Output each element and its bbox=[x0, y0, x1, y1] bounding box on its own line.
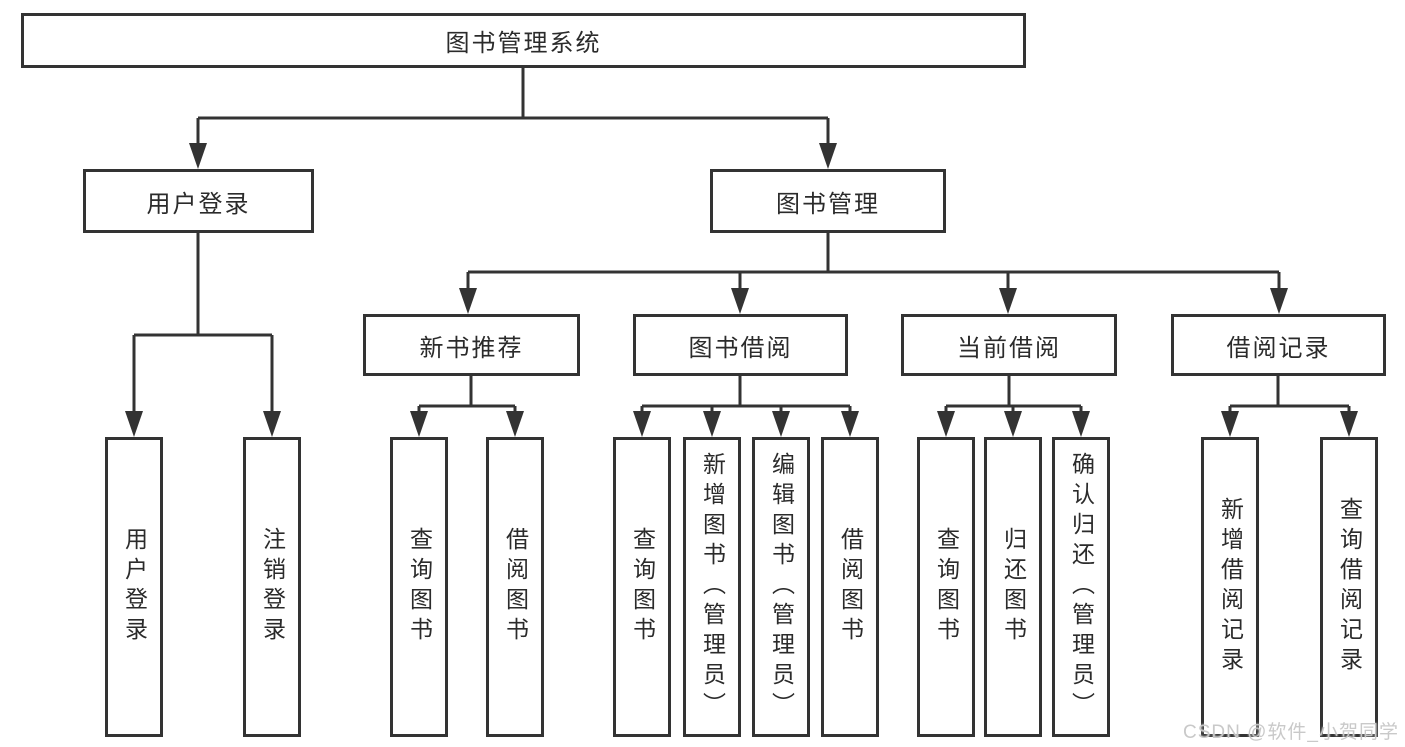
arrowhead-icon bbox=[633, 411, 651, 437]
arrowhead-icon bbox=[937, 411, 955, 437]
arrowhead-icon bbox=[263, 411, 281, 437]
login-branch-line bbox=[132, 233, 274, 419]
node-library-system: 图书管理系统 bbox=[21, 13, 1026, 68]
node-label: 编辑图书（管理员） bbox=[768, 452, 795, 722]
borrow-branch-line bbox=[640, 376, 852, 419]
node-label: 新增借阅记录 bbox=[1217, 497, 1244, 677]
node-label: 用户登录 bbox=[146, 190, 251, 218]
leaf-borrow-books-recommend: 借阅图书 bbox=[486, 437, 544, 737]
records-branch-line bbox=[1228, 376, 1351, 419]
node-label: 图书管理系统 bbox=[445, 30, 602, 57]
node-label: 查询图书 bbox=[933, 527, 960, 647]
node-label: 新增图书（管理员） bbox=[699, 452, 726, 722]
arrowhead-icon bbox=[1004, 411, 1022, 437]
node-borrowing-records: 借阅记录 bbox=[1171, 314, 1386, 376]
mgmt-branch-line bbox=[466, 233, 1281, 296]
arrowhead-icon bbox=[841, 411, 859, 437]
leaf-confirm-return-admin: 确认归还（管理员） bbox=[1052, 437, 1110, 737]
leaf-edit-books-admin: 编辑图书（管理员） bbox=[752, 437, 810, 737]
node-label: 注销登录 bbox=[259, 527, 286, 647]
arrowhead-icon bbox=[189, 143, 207, 169]
arrowhead-icon bbox=[703, 411, 721, 437]
csdn-watermark: CSDN @软件_小贺同学 bbox=[1183, 722, 1399, 743]
node-book-management: 图书管理 bbox=[710, 169, 946, 233]
leaf-query-books-recommend: 查询图书 bbox=[390, 437, 448, 737]
leaf-return-books: 归还图书 bbox=[984, 437, 1042, 737]
node-label: 图书管理 bbox=[776, 190, 880, 218]
node-label: 查询借阅记录 bbox=[1336, 497, 1363, 677]
arrowhead-icon bbox=[1270, 288, 1288, 314]
newbook-branch-line bbox=[417, 376, 517, 419]
arrowhead-icon bbox=[819, 143, 837, 169]
node-label: 归还图书 bbox=[1000, 527, 1027, 647]
arrowhead-icon bbox=[459, 288, 477, 314]
arrowhead-icon bbox=[999, 288, 1017, 314]
leaf-borrow-books: 借阅图书 bbox=[821, 437, 879, 737]
node-label: 借阅记录 bbox=[1226, 334, 1331, 362]
arrowhead-icon bbox=[1340, 411, 1358, 437]
node-label: 确认归还（管理员） bbox=[1068, 452, 1095, 722]
node-label: 借阅图书 bbox=[502, 527, 529, 647]
arrowhead-icon bbox=[731, 288, 749, 314]
node-label: 当前借阅 bbox=[957, 334, 1061, 362]
node-label: 查询图书 bbox=[629, 527, 656, 647]
arrowhead-icons bbox=[125, 143, 1358, 437]
arrowhead-icon bbox=[1221, 411, 1239, 437]
arrowhead-icon bbox=[772, 411, 790, 437]
node-label: 借阅图书 bbox=[837, 527, 864, 647]
leaf-query-books-borrow: 查询图书 bbox=[613, 437, 671, 737]
node-current-borrowing: 当前借阅 bbox=[901, 314, 1117, 376]
node-book-borrowing: 图书借阅 bbox=[633, 314, 848, 376]
node-label: 查询图书 bbox=[406, 527, 433, 647]
leaf-add-borrow-record: 新增借阅记录 bbox=[1201, 437, 1259, 737]
leaf-query-borrow-record: 查询借阅记录 bbox=[1320, 437, 1378, 737]
node-user-login: 用户登录 bbox=[83, 169, 314, 233]
arrowhead-icon bbox=[1072, 411, 1090, 437]
arrowhead-icon bbox=[410, 411, 428, 437]
root-branch-line bbox=[196, 68, 830, 151]
arrowhead-icon bbox=[506, 411, 524, 437]
node-new-book-recommendation: 新书推荐 bbox=[363, 314, 580, 376]
node-label: 新书推荐 bbox=[419, 334, 524, 362]
arrowhead-icon bbox=[125, 411, 143, 437]
node-label: 用户登录 bbox=[121, 527, 148, 647]
leaf-add-books-admin: 新增图书（管理员） bbox=[683, 437, 741, 737]
node-label: 图书借阅 bbox=[688, 334, 793, 362]
leaf-query-books-current: 查询图书 bbox=[917, 437, 975, 737]
leaf-user-login: 用户登录 bbox=[105, 437, 163, 737]
connector-paths bbox=[132, 68, 1351, 419]
leaf-logout: 注销登录 bbox=[243, 437, 301, 737]
